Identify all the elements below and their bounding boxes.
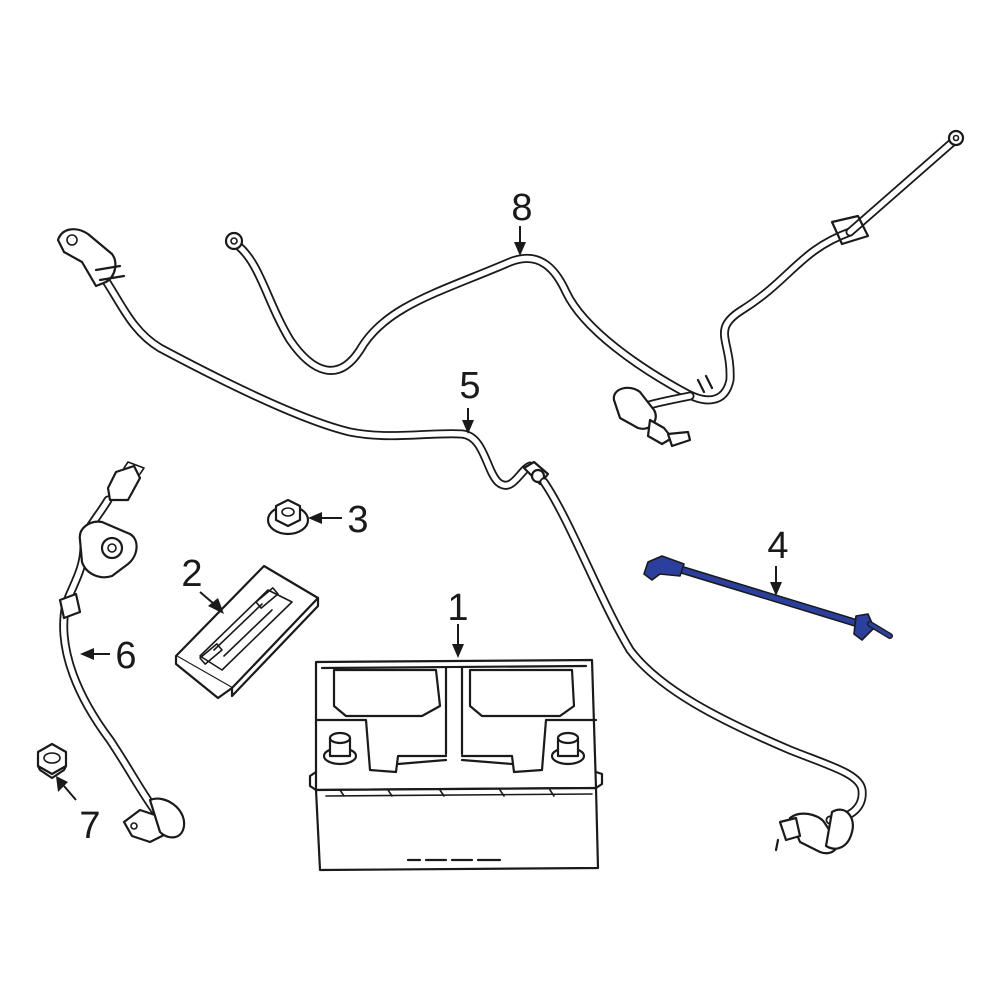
callout-4: 4 (767, 525, 788, 567)
part-2-hold-down-bracket[interactable] (174, 564, 320, 700)
callout-3: 3 (347, 499, 368, 541)
callout-6: 6 (115, 635, 136, 677)
callout-8: 8 (511, 187, 532, 229)
part-3-flange-nut[interactable] (266, 498, 310, 536)
callout-7: 7 (79, 805, 100, 847)
callout-2: 2 (181, 553, 202, 595)
part-7-nut[interactable] (36, 742, 68, 780)
callout-1: 1 (447, 587, 468, 629)
callout-5: 5 (459, 365, 480, 407)
callout-arrows (56, 226, 782, 801)
part-6-negative-cable[interactable] (58, 461, 186, 844)
part-4-highlighted-sensor-lead[interactable] (643, 555, 893, 641)
part-8-positive-cable[interactable] (224, 129, 965, 448)
part-5-sensor-harness[interactable] (56, 228, 867, 855)
part-1-battery[interactable] (308, 658, 604, 872)
callout-labels: 1 2 3 4 5 6 7 8 (79, 187, 788, 847)
